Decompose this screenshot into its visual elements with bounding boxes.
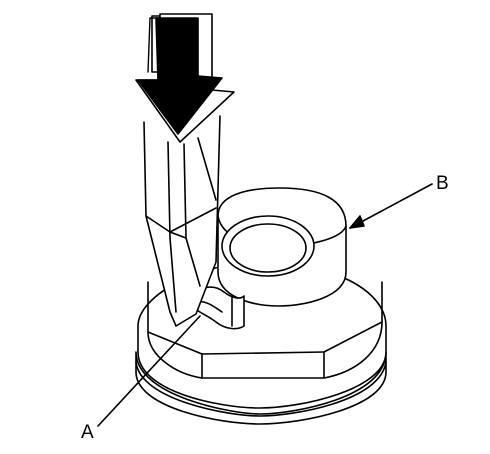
leader-arrowhead-b <box>349 215 365 229</box>
callout-label-b: B <box>436 173 449 194</box>
staking-notch <box>193 286 245 330</box>
leader-line-a <box>97 315 201 427</box>
punch-tool <box>143 115 221 327</box>
push-arrow <box>135 13 235 143</box>
nut-collar <box>217 187 347 307</box>
callout-label-a: A <box>81 422 94 443</box>
leader-line-b <box>349 183 433 229</box>
